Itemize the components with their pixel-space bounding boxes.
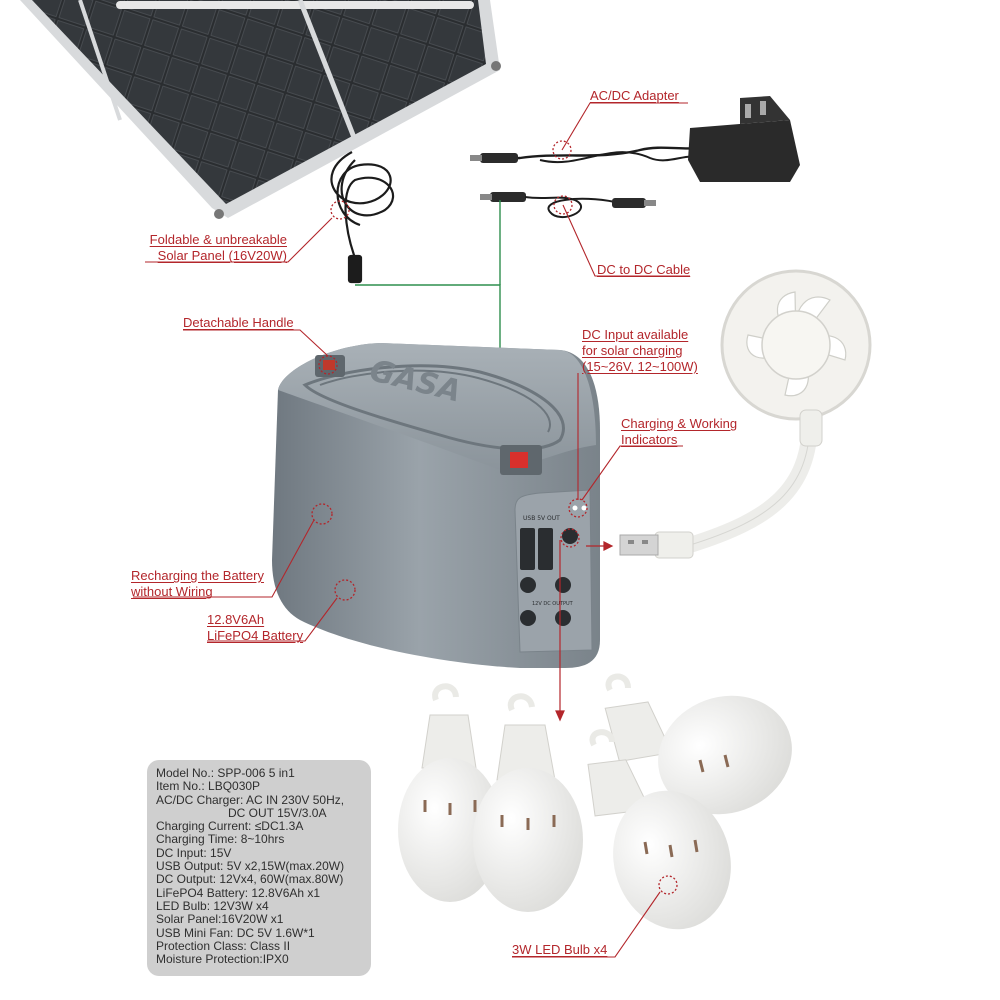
spec-line: Model No.: SPP-006 5 in1 <box>156 766 295 780</box>
spec-line: Charging Current: ≤DC1.3A <box>156 819 304 834</box>
spec-line: USB Output: 5V x2,15W(max.20W) <box>156 859 345 874</box>
fan-pointer <box>586 541 614 551</box>
spec-line: DC Output: 12Vx4, 60W(max.80W) <box>156 872 344 887</box>
callout-leaders <box>133 102 690 958</box>
callout-detachable-handle: Detachable Handle <box>183 315 294 330</box>
led-bulb-3 <box>604 673 792 815</box>
spec-line: Solar Panel:16V20W x1 <box>156 912 284 927</box>
battery-unit: GASA USB 5V OUT 12V DC OUTPUT <box>272 343 600 668</box>
bulb-pointer <box>555 540 565 722</box>
usb-mini-fan <box>619 269 872 559</box>
spec-line: USB Mini Fan: DC 5V 1.6W*1 <box>156 925 315 940</box>
spec-line: LiFePO4 Battery: 12.8V6Ah x1 <box>156 885 321 900</box>
solar-panel <box>20 0 501 219</box>
dc-input-line-1: DC Input available <box>582 327 689 342</box>
battery-line-2: LiFePO4 Battery <box>207 628 304 643</box>
spec-list: Model No.: SPP-006 5 in1 Item No.: LBQ03… <box>156 766 345 967</box>
dc-port-label: 12V DC OUTPUT <box>532 601 574 607</box>
indicators-line-1: Charging & Working <box>621 416 738 431</box>
indicators-line-2: Indicators <box>621 432 678 447</box>
spec-line: AC/DC Charger: AC IN 230V 50Hz, <box>156 792 345 807</box>
spec-line: DC OUT 15V/3.0A <box>228 805 327 820</box>
battery-line-1: 12.8V6Ah <box>207 612 265 627</box>
callout-ac-dc-adapter: AC/DC Adapter <box>590 88 679 103</box>
led-bulbs <box>398 673 792 930</box>
callout-dc-input: DC Input available for solar charging (1… <box>582 327 698 375</box>
dc-input-line-2: for solar charging <box>582 343 683 358</box>
ac-dc-adapter <box>470 96 800 182</box>
usb-port-label: USB 5V OUT <box>523 515 560 522</box>
callout-led-bulbs: 3W LED Bulb x4 <box>512 942 608 957</box>
led-bulb-2 <box>473 693 583 912</box>
callout-wireless-recharge: Recharging the Battery without Wiring <box>131 568 264 600</box>
solar-cable <box>330 151 395 284</box>
dc-input-line-3: (15~26V, 12~100W) <box>582 359 698 374</box>
spec-line: DC Input: 15V <box>156 845 232 860</box>
dc-to-dc-cable <box>480 192 656 218</box>
led-bulb-4 <box>587 729 731 930</box>
spec-line: Protection Class: Class II <box>156 938 291 953</box>
solar-panel-line-2: Solar Panel (16V20W) <box>157 248 287 263</box>
callout-battery: 12.8V6Ah LiFePO4 Battery <box>207 612 303 644</box>
spec-line: Moisture Protection:IPX0 <box>156 952 289 967</box>
solar-panel-line-1: Foldable & unbreakable <box>149 232 287 247</box>
wireless-recharge-line-2: without Wiring <box>131 584 213 599</box>
spec-line: LED Bulb: 12V3W x4 <box>156 898 269 913</box>
wireless-recharge-line-1: Recharging the Battery <box>131 568 264 583</box>
led-bulb-1 <box>398 683 502 902</box>
callout-indicators: Charging & Working Indicators <box>621 416 737 448</box>
callout-solar-panel: Foldable & unbreakable Solar Panel (16V2… <box>143 232 287 264</box>
spec-card <box>147 760 371 976</box>
callout-dc-to-dc-cable: DC to DC Cable <box>597 262 691 277</box>
spec-line: Charging Time: 8~10hrs <box>156 832 285 847</box>
spec-line: Item No.: LBQ030P <box>156 779 261 794</box>
